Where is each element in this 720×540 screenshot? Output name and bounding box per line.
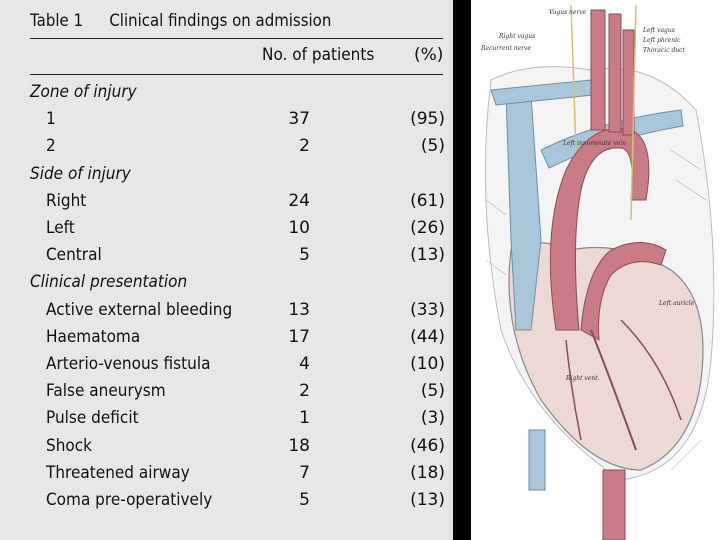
table-row: Threatened airway 7 (18)	[30, 461, 445, 487]
label-recurrent-nerve: Recurrent nerve	[480, 45, 531, 52]
label-left-innominate-vein: Left innominate vein	[562, 140, 626, 147]
percent-value: (26)	[410, 218, 445, 238]
row-label: False aneurysm	[46, 381, 166, 402]
label-left-vagus: Left vagus	[642, 27, 675, 34]
table-section-row: Side of injury	[30, 162, 443, 188]
patient-count: 2	[299, 381, 310, 402]
patient-count: 13	[288, 299, 310, 320]
table-row: Arterio-venous fistula 4 (10)	[30, 352, 445, 378]
row-label: Active external bleeding	[46, 299, 233, 320]
patient-count: 2	[299, 136, 310, 157]
percent-value: (61)	[410, 190, 445, 211]
table-panel: Table 1 Clinical findings on admission N…	[0, 0, 453, 540]
section-heading: Zone of injury	[30, 82, 137, 102]
table-caption: Table 1 Clinical findings on admission	[30, 6, 331, 36]
row-label: 2	[46, 136, 56, 157]
table-row: Active external bleeding 13 (33)	[30, 298, 445, 324]
percent-value: (95)	[410, 109, 445, 130]
table-row: Left 10 (26)	[30, 216, 445, 242]
column-header-percent: (%)	[414, 45, 444, 65]
row-label: Central	[46, 245, 102, 266]
patient-count: 7	[299, 462, 310, 483]
label-left-phrenic: Left phrenic	[642, 37, 681, 44]
patient-count: 1	[299, 408, 310, 429]
patient-count: 10	[288, 218, 310, 238]
table-row: False aneurysm 2 (5)	[30, 379, 445, 405]
patient-count: 5	[299, 245, 310, 266]
percent-value: (33)	[410, 299, 445, 320]
patient-count: 18	[288, 435, 310, 456]
percent-value: (46)	[410, 435, 445, 456]
row-label: Pulse deficit	[46, 408, 139, 429]
label-vagus-nerve: Vagus nerve	[549, 9, 587, 16]
row-label: Coma pre-operatively	[46, 490, 213, 510]
header-rule	[30, 74, 443, 75]
table-row: Right 24 (61)	[30, 189, 445, 215]
label-right-vagus: Right vagus	[498, 33, 535, 40]
table-row: Central 5 (13)	[30, 243, 445, 269]
row-label: Threatened airway	[46, 462, 190, 483]
row-label: Right	[46, 190, 87, 211]
percent-value: (44)	[410, 326, 445, 347]
percent-value: (3)	[420, 408, 445, 429]
label-thoracic-duct: Thoracic duct	[643, 47, 686, 54]
heart-vessels-illustration: Vagus nerve Left vagus Left phrenic Thor…	[480, 4, 715, 540]
label-right-vent: Right vent.	[565, 375, 600, 382]
patient-count: 24	[288, 190, 310, 211]
table-number: Table 1	[30, 11, 83, 31]
label-left-auricle: Left auricle	[658, 300, 695, 307]
table-row: Pulse deficit 1 (3)	[30, 406, 445, 432]
anatomical-diagram: Vagus nerve Left vagus Left phrenic Thor…	[471, 0, 720, 540]
row-label: Shock	[46, 435, 93, 456]
row-label: Arterio-venous fistula	[46, 354, 211, 374]
table-section-row: Clinical presentation	[30, 270, 443, 296]
patient-count: 4	[299, 354, 310, 374]
table-row: Coma pre-operatively 5 (13)	[30, 488, 445, 514]
column-header-patients: No. of patients	[262, 45, 375, 65]
table-row: Haematoma 17 (44)	[30, 325, 445, 351]
table-section-row: Zone of injury	[30, 80, 443, 106]
percent-value: (10)	[410, 354, 445, 374]
percent-value: (18)	[410, 462, 445, 483]
section-heading: Side of injury	[30, 163, 131, 184]
table-row: 1 37 (95)	[30, 107, 445, 133]
percent-value: (5)	[420, 381, 445, 402]
column-header-row: No. of patients (%)	[30, 43, 443, 69]
percent-value: (13)	[410, 490, 445, 510]
percent-value: (5)	[420, 136, 445, 157]
row-label: Left	[46, 218, 75, 238]
top-rule	[30, 38, 443, 39]
table-row: 2 2 (5)	[30, 134, 445, 160]
patient-count: 17	[288, 326, 310, 347]
table-title: Clinical findings on admission	[109, 11, 332, 31]
patient-count: 37	[288, 109, 310, 130]
table-row: Shock 18 (46)	[30, 434, 445, 460]
row-label: Haematoma	[46, 326, 141, 347]
section-heading: Clinical presentation	[30, 272, 188, 293]
patient-count: 5	[299, 490, 310, 510]
percent-value: (13)	[410, 245, 445, 266]
row-label: 1	[46, 109, 56, 130]
